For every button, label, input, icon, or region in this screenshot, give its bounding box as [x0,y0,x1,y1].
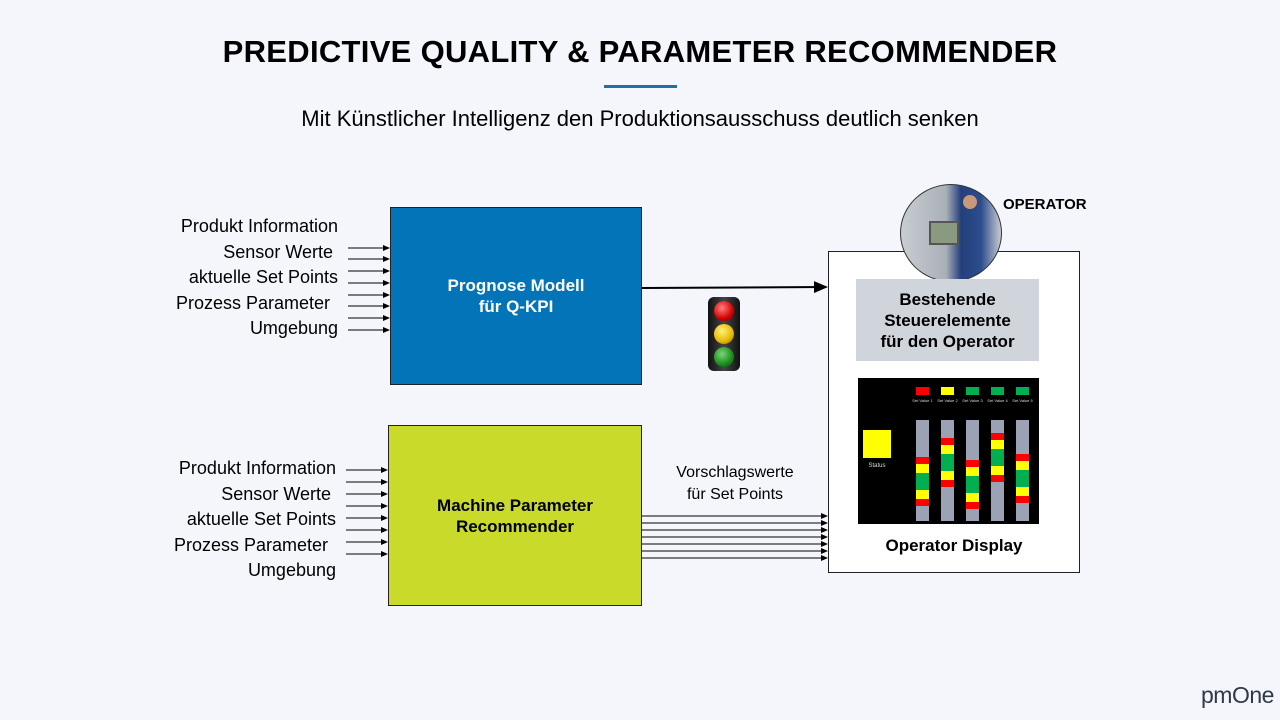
tolerance-band [991,439,1004,449]
set-value-indicator [941,387,954,395]
set-value-label: Set Value 4 [987,398,1008,403]
controls-line3: für den Operator [880,331,1015,351]
set-value-label: Set Value 2 [937,398,958,403]
tolerance-band [966,459,979,467]
set-value-bar [991,420,1004,521]
tolerance-band [941,444,954,454]
set-value-indicator [1016,387,1029,395]
prognose-line1: Prognose Modell [447,276,585,295]
recommender-line2: Recommender [455,516,575,536]
tolerance-band [966,466,979,477]
tolerance-band [916,463,929,473]
tolerance-band [1016,460,1029,470]
tolerance-band [966,493,979,503]
tolerance-band [941,437,954,445]
controls-line1: Bestehende [899,289,996,309]
input-label: Sensor Werte [221,483,331,504]
status-label: Status [868,463,886,469]
traffic-light-icon [708,297,740,371]
input-label: Umgebung [247,560,336,580]
tolerance-band [1016,469,1029,488]
tolerance-band [916,473,929,491]
tolerance-band [991,465,1004,476]
status-indicator [863,430,891,458]
tolerance-band [916,490,929,500]
input-label: Sensor Werte [223,241,333,262]
title-divider [604,85,677,88]
operator-label: OPERATOR [1003,196,1087,213]
recommender-line1: Machine Parameter [437,495,593,515]
input-label: Prozess Parameter [173,534,328,555]
top-inputs-list: Produkt Information Sensor Werte aktuell… [100,214,338,342]
operator-photo [900,184,1002,282]
tolerance-band [916,456,929,464]
bottom-inputs-list: Produkt Information Sensor Werte aktuell… [96,456,336,584]
set-value-label: Set Value 3 [962,398,983,403]
tolerance-band [1016,496,1029,504]
input-label: aktuelle Set Points [188,267,338,287]
suggested-values-label: Vorschlagswerte für Set Points [650,462,820,506]
tolerance-band [941,471,954,481]
input-label: Prozess Parameter [175,292,330,313]
set-value-indicator [966,387,979,395]
subtitle: Mit Künstlicher Intelligenz den Produkti… [301,106,979,131]
tolerance-band [941,480,954,488]
set-value-bar [966,420,979,521]
operator-display-label: Operator Display [885,536,1023,555]
set-value-bar [916,420,929,521]
operator-display: Status Set Value 1 Set Value 2 Set Value 3… [858,378,1039,524]
tolerance-band [1016,453,1029,461]
input-label: Umgebung [249,318,338,338]
set-value-bar [1016,420,1029,521]
pmone-logo: pmOne [1201,682,1274,708]
vorschlag-line1: Vorschlagswerte [676,464,794,481]
prognose-line2: für Q-KPI [478,297,554,316]
tolerance-band [991,448,1004,466]
tolerance-band [1016,487,1029,497]
set-value-label: Set Value 1 [912,398,933,403]
tolerance-band [941,453,954,471]
set-value-label: Set Value 5 [1012,398,1033,403]
prognose-model-box: Prognose Modell für Q-KPI [390,207,642,385]
input-label: aktuelle Set Points [186,509,336,529]
set-value-indicator [991,387,1004,395]
set-value-indicator [916,387,929,395]
tolerance-band [966,502,979,510]
input-label: Produkt Information [180,216,338,236]
tolerance-band [966,476,979,494]
set-value-bar [941,420,954,521]
prognose-to-operator-arrow [641,281,828,294]
tolerance-band [991,432,1004,440]
page-title: PREDICTIVE QUALITY & PARAMETER RECOMMEND… [222,34,1058,69]
vorschlag-line2: für Set Points [686,486,784,503]
tolerance-band [991,475,1004,483]
tolerance-band [916,499,929,507]
input-label: Produkt Information [178,458,336,478]
controls-line2: Steuerelemente [884,310,1011,330]
